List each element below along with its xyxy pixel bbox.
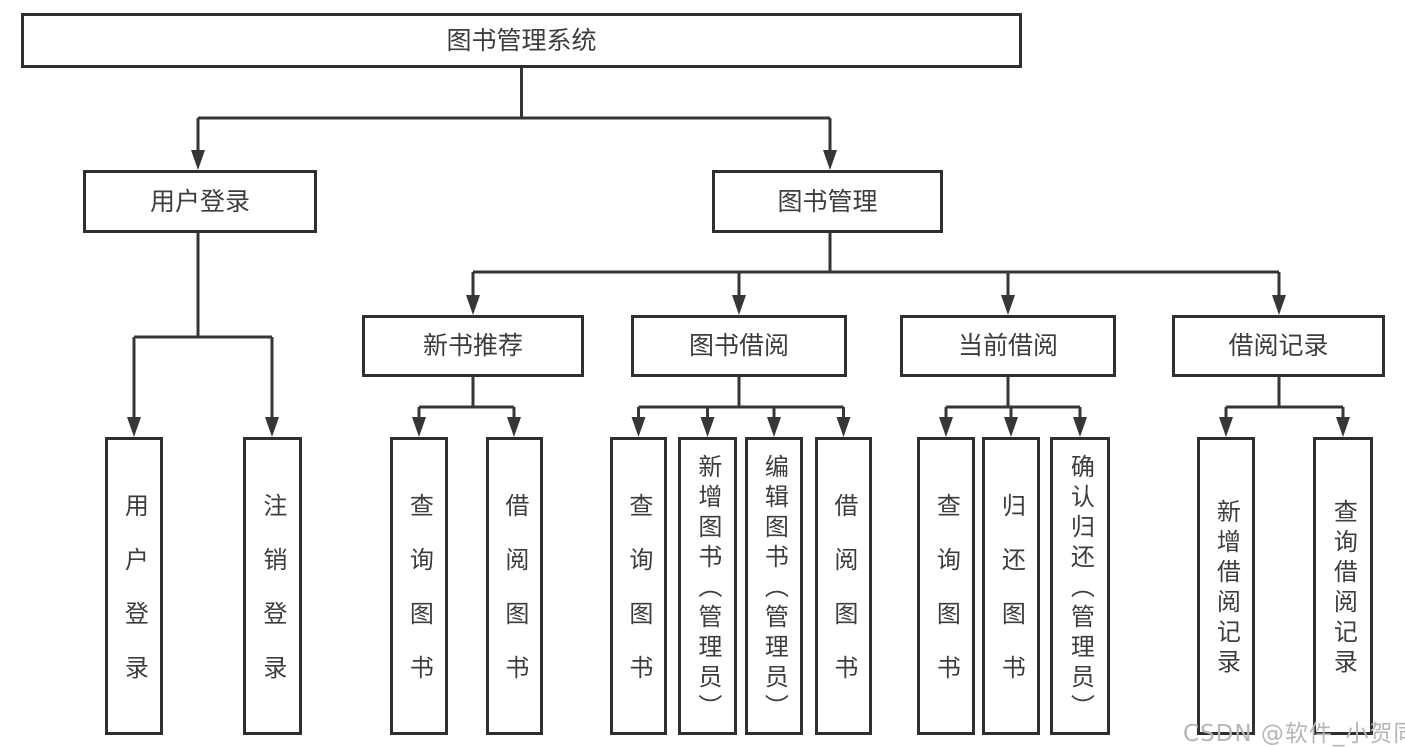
leaf-user-login: 用户登录: [105, 437, 163, 735]
node-user-login: 用户登录: [83, 170, 317, 233]
node-library-management-system: 图书管理系统: [21, 13, 1022, 68]
node-label: 新增图书（管理员）: [693, 454, 722, 724]
leaf-query-borrow-record: 查询借阅记录: [1313, 437, 1373, 735]
leaf-return-books: 归还图书: [982, 437, 1040, 735]
tree-branch-lines: [132, 68, 1345, 421]
node-label: 查询借阅记录: [1329, 499, 1358, 679]
node-label: 查询图书: [932, 493, 961, 709]
leaf-current-query-books: 查询图书: [917, 437, 975, 735]
node-label: 图书管理: [777, 186, 878, 216]
node-label: 确认归还（管理员）: [1066, 454, 1095, 724]
leaf-borrowing-query-books: 查询图书: [610, 437, 667, 735]
csdn-watermark: CSDN @软件_小贺同学: [1183, 721, 1405, 747]
leaf-add-borrow-record: 新增借阅记录: [1197, 437, 1255, 735]
node-label: 归还图书: [997, 493, 1026, 709]
arrowheads: [127, 150, 1350, 437]
node-label: 借阅图书: [829, 493, 858, 709]
node-label: 新书推荐: [422, 331, 523, 360]
node-book-borrowing: 图书借阅: [631, 315, 847, 377]
node-label: 用户登录: [149, 186, 250, 216]
node-label: 借阅记录: [1228, 331, 1329, 360]
leaf-recommend-borrow-books: 借阅图书: [486, 437, 543, 735]
node-book-management: 图书管理: [712, 170, 943, 233]
node-label: 查询图书: [405, 493, 434, 709]
node-label: 借阅图书: [500, 493, 529, 709]
leaf-borrowing-borrow-books: 借阅图书: [815, 437, 872, 735]
node-current-borrowing: 当前借阅: [900, 315, 1116, 377]
leaf-add-books-admin: 新增图书（管理员）: [678, 437, 737, 735]
leaf-logout: 注销登录: [243, 437, 302, 735]
leaf-edit-books-admin: 编辑图书（管理员）: [745, 437, 803, 735]
leaf-recommend-query-books: 查询图书: [390, 437, 448, 735]
node-label: 用户登录: [120, 493, 149, 709]
node-label: 图书管理系统: [446, 25, 597, 55]
node-label: 注销登录: [258, 493, 287, 709]
node-label: 图书借阅: [688, 331, 789, 360]
node-label: 当前借阅: [957, 331, 1058, 360]
node-label: 查询图书: [624, 493, 653, 709]
node-label: 新增借阅记录: [1212, 499, 1241, 679]
node-new-book-recommendation: 新书推荐: [362, 315, 584, 377]
leaf-confirm-return-admin: 确认归还（管理员）: [1050, 437, 1110, 735]
node-borrowing-records: 借阅记录: [1172, 315, 1385, 377]
node-label: 编辑图书（管理员）: [760, 454, 789, 724]
